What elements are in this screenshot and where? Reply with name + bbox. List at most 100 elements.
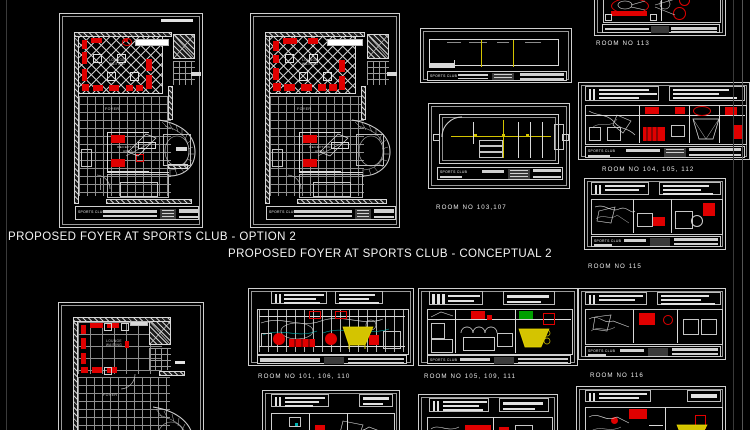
dwg-room-101-106-110[interactable] [248,288,414,366]
dwg-bottom-partial-2[interactable] [418,394,558,430]
title-block-line [689,148,741,151]
table-outline [104,367,112,375]
title-block-line [162,213,174,214]
dwg-foyer-conceptual-2[interactable]: LOUNGE WAITING FOYER RECEPTION ARE [250,13,400,228]
title-block: SPORTS CLUB [75,206,199,220]
seating-bank-divisions [294,339,310,347]
label-room-115: ROOM NO 115 [588,263,642,270]
dimension-line-vertical [513,40,514,67]
reception-area-label: RECEPTION AREA [117,145,139,154]
note-line [275,294,277,303]
title-block: SPORTS CLUB [427,355,571,364]
dwg-room-113[interactable] [594,0,726,36]
title-block-cell [494,357,514,364]
title-block-line [162,216,174,217]
dwg-room-115[interactable]: SPORTS CLUB [584,178,726,250]
note-block-left [271,394,329,407]
note-line [599,185,601,194]
title-block-line [674,243,718,245]
sheet-tag-top [161,19,193,22]
dwg-room-104-105-112[interactable]: SPORTS CLUB [578,82,750,160]
fixture-box [383,331,401,349]
reception-counter [107,132,149,133]
note-line [589,295,591,304]
side-box [81,149,92,167]
dwg-room-105-109-111[interactable]: SPORTS CLUB [418,288,578,366]
note-line [663,189,701,191]
room-outline [427,417,553,430]
dwg-foyer-option-2[interactable]: LOUNGE WAITING FOYER [59,13,203,228]
title-block-line [348,358,404,360]
title-block-line [672,348,718,351]
callout-tag [387,72,397,76]
title-block-line [374,216,394,218]
callout-tag [191,72,201,76]
partition-vertical [671,199,672,233]
right-fixture-box [650,14,657,21]
tile-grid-right [149,348,171,370]
title-block-line [260,358,320,362]
section-marker-right [562,134,569,141]
note-block-right [335,291,383,304]
seat-red [146,75,152,89]
label-room-101-106-110: ROOM NO 101, 106, 110 [258,373,351,380]
ceiling-plan-outline [257,309,409,355]
fixture-box [637,213,653,227]
lounge-label: LOUNGE WAITING [108,58,126,66]
title-block-line [482,170,504,173]
label-room-105-109-111: ROOM NO 105, 109, 111 [424,373,516,380]
section-floor-line [429,65,559,66]
title-block-project: SPORTS CLUB [430,74,458,78]
fixture-box [671,125,685,137]
dwg-plan-103-107-lower[interactable]: SPORTS CLUB [428,103,570,189]
dwg-foyer-option-3[interactable]: LOUNGE WAITING FOYER [58,302,204,430]
seat-red [82,69,87,81]
seat-red [284,84,295,91]
note-block-right [659,182,721,195]
lower-room-outline [299,174,363,198]
note-line [507,295,549,298]
shelf-bar [479,152,503,158]
lounge-edge-bottom [79,93,163,94]
note-block-left [585,86,659,101]
reception-sofa-red [111,135,125,143]
room-outline [585,105,747,145]
dwg-bottom-partial-3[interactable] [576,386,726,430]
label-room-116: ROOM NO 116 [590,372,644,379]
lift-shaft-diagonals [367,34,389,59]
partition-vertical [473,122,474,144]
title-block-project: SPORTS CLUB [588,349,616,353]
partition-vertical [515,309,516,353]
title-block-line [440,176,462,178]
furniture-green [519,311,533,319]
dwg-room-116[interactable]: SPORTS CLUB [578,288,726,360]
lounge-tile-grid [78,322,162,374]
dimension-line-horizontal [451,136,551,137]
modelspace-right-border [742,0,743,430]
note-block-right [503,291,555,305]
note-line [285,397,325,399]
room-outline [585,309,723,345]
wall-hatched-top [73,317,171,322]
fixture-box [515,425,533,430]
title-block-line [533,169,561,172]
fixture-box [289,417,301,427]
note-line [437,294,440,304]
dwg-bottom-partial-1[interactable] [262,390,400,430]
fixture-box [261,333,272,347]
partition-vertical [309,413,310,430]
wall-hatched-bottom [106,199,192,204]
title-block-line [179,216,198,218]
note-line [593,393,595,401]
fixture-box [683,319,699,335]
note-line [443,401,487,403]
sheet-inner-border [421,397,555,430]
note-line [437,401,439,411]
note-line [663,193,713,195]
plan-note-strip [327,39,363,46]
title-block-line [494,77,512,78]
fixture-box [701,319,717,335]
ceiling-fixture-red [335,311,347,319]
dwg-section-103-107-upper[interactable]: SPORTS CLUB [420,28,572,83]
note-line [599,97,639,99]
